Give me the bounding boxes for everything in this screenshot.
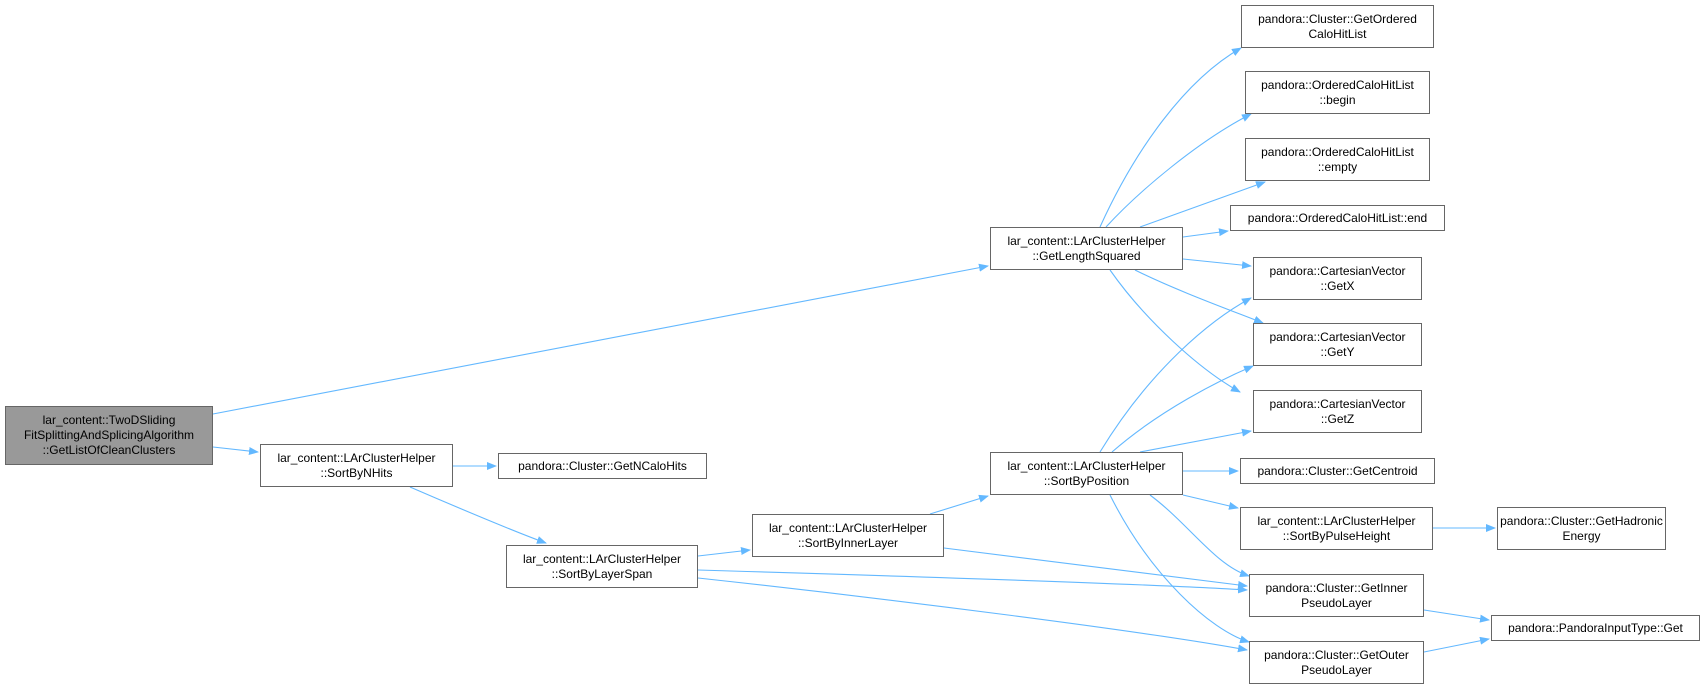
edge-length-to-begin xyxy=(1105,113,1252,228)
node-sort-by-layer-span[interactable]: lar_content::LArClusterHelper ::SortByLa… xyxy=(506,545,698,588)
node-label-line: pandora::CartesianVector xyxy=(1269,329,1406,344)
node-sort-by-inner-layer[interactable]: lar_content::LArClusterHelper ::SortByIn… xyxy=(752,514,944,557)
node-cartesian-vector-getx[interactable]: pandora::CartesianVector ::GetX xyxy=(1253,257,1422,300)
node-ochl-begin[interactable]: pandora::OrderedCaloHitList ::begin xyxy=(1245,71,1430,114)
node-cartesian-vector-gety[interactable]: pandora::CartesianVector ::GetY xyxy=(1253,323,1422,366)
node-get-outer-pseudolayer[interactable]: pandora::Cluster::GetOuter PseudoLayer xyxy=(1249,641,1424,684)
edge-position-to-outer-pseudo xyxy=(1109,494,1250,644)
node-label-line: pandora::OrderedCaloHitList xyxy=(1261,77,1414,92)
node-label-line: ::SortByNHits xyxy=(320,465,393,480)
node-label-line: pandora::PandoraInputType::Get xyxy=(1508,620,1683,635)
node-label-line: lar_content::LArClusterHelper xyxy=(277,450,436,465)
node-label-line: ::GetX xyxy=(1320,278,1355,293)
node-label-line: ::empty xyxy=(1317,159,1358,174)
edge-length-to-gety xyxy=(1134,269,1264,324)
edge-position-to-gety xyxy=(1111,365,1254,453)
node-get-ordered-calohitlist[interactable]: pandora::Cluster::GetOrdered CaloHitList xyxy=(1241,5,1434,48)
edge-layer-span-to-outer-pseudo xyxy=(697,577,1248,653)
node-label-line: lar_content::LArClusterHelper xyxy=(1007,233,1166,248)
node-label-line: FitSplittingAndSplicingAlgorithm xyxy=(23,428,195,442)
node-label-line: CaloHitList xyxy=(1308,26,1367,41)
edge-position-to-inner-pseudo xyxy=(1149,494,1250,578)
edge-position-to-getx xyxy=(1099,297,1252,453)
edge-position-to-getz xyxy=(1139,428,1252,453)
edge-outer-pseudo-to-input-type xyxy=(1423,636,1490,653)
edge-length-to-getx xyxy=(1182,258,1252,270)
node-sort-by-pulse-height[interactable]: lar_content::LArClusterHelper ::SortByPu… xyxy=(1240,507,1433,550)
node-get-list-of-clean-clusters: lar_content::TwoDSliding FitSplittingAnd… xyxy=(5,406,213,465)
node-ochl-end[interactable]: pandora::OrderedCaloHitList::end xyxy=(1230,205,1445,231)
node-label-line: lar_content::LArClusterHelper xyxy=(768,520,928,535)
node-label-line: ::GetLengthSquared xyxy=(1032,248,1141,263)
node-label-line: ::SortByPulseHeight xyxy=(1282,528,1391,543)
node-label-line: pandora::Cluster::GetOrdered xyxy=(1258,11,1417,26)
node-label-line: ::GetListOfCleanClusters xyxy=(42,443,176,457)
node-label-line: pandora::CartesianVector xyxy=(1269,263,1406,278)
node-label-line: pandora::Cluster::GetHadronic xyxy=(1500,513,1663,528)
node-label-line: pandora::OrderedCaloHitList::end xyxy=(1247,210,1428,225)
node-sort-by-nhits[interactable]: lar_content::LArClusterHelper ::SortByNH… xyxy=(260,444,453,487)
node-label-line: lar_content::LArClusterHelper xyxy=(1257,513,1416,528)
node-label-line: pandora::Cluster::GetCentroid xyxy=(1257,463,1418,478)
node-ochl-empty[interactable]: pandora::OrderedCaloHitList ::empty xyxy=(1245,138,1430,181)
edge-layer-span-to-inner-pseudo xyxy=(697,569,1248,594)
edge-length-to-getz xyxy=(1109,269,1241,393)
node-cartesian-vector-getz[interactable]: pandora::CartesianVector ::GetZ xyxy=(1253,390,1422,433)
edge-root-to-sort-by-nhits xyxy=(212,446,259,455)
edge-inner-pseudo-to-input-type xyxy=(1423,609,1490,623)
edge-layer-span-to-inner-layer xyxy=(697,547,751,557)
edge-length-to-end xyxy=(1182,228,1229,238)
node-get-ncalohits[interactable]: pandora::Cluster::GetNCaloHits xyxy=(498,453,707,479)
edge-inner-layer-to-position xyxy=(929,494,989,515)
node-label-line: lar_content::LArClusterHelper xyxy=(522,551,682,566)
node-label-line: ::begin xyxy=(1319,92,1356,107)
edge-length-to-empty xyxy=(1139,181,1266,228)
node-get-length-squared[interactable]: lar_content::LArClusterHelper ::GetLengt… xyxy=(990,227,1183,270)
node-label-line: pandora::Cluster::GetNCaloHits xyxy=(518,458,687,473)
node-sort-by-position[interactable]: lar_content::LArClusterHelper ::SortByPo… xyxy=(990,452,1183,495)
node-label-line: pandora::OrderedCaloHitList xyxy=(1261,144,1414,159)
node-label-line: pandora::Cluster::GetInner xyxy=(1265,580,1408,595)
node-label-line: PseudoLayer xyxy=(1301,595,1372,610)
node-label-line: lar_content::TwoDSliding xyxy=(42,413,176,427)
node-label-line: ::GetZ xyxy=(1320,411,1355,426)
node-label-line: lar_content::LArClusterHelper xyxy=(1007,458,1166,473)
edge-nhits-to-layer-span xyxy=(409,486,547,544)
node-get-inner-pseudolayer[interactable]: pandora::Cluster::GetInner PseudoLayer xyxy=(1249,574,1424,617)
node-label-line: pandora::CartesianVector xyxy=(1269,396,1406,411)
node-label-line: PseudoLayer xyxy=(1301,662,1372,677)
edge-position-to-pulse-height xyxy=(1182,494,1239,510)
node-label-line: pandora::Cluster::GetOuter xyxy=(1264,647,1409,662)
edge-length-to-ordered-calohit xyxy=(1099,47,1242,228)
node-get-centroid[interactable]: pandora::Cluster::GetCentroid xyxy=(1240,458,1435,484)
node-get-hadronic-energy[interactable]: pandora::Cluster::GetHadronic Energy xyxy=(1497,507,1666,550)
node-label-line: ::SortByLayerSpan xyxy=(551,566,653,581)
node-label-line: ::SortByPosition xyxy=(1043,473,1130,488)
node-label-line: Energy xyxy=(1562,528,1601,543)
edge-root-to-length-squared xyxy=(212,263,989,415)
node-pandora-input-type-get[interactable]: pandora::PandoraInputType::Get xyxy=(1491,615,1700,641)
edge-inner-layer-to-inner-pseudo xyxy=(943,547,1248,589)
node-label-line: ::GetY xyxy=(1320,344,1355,359)
node-label-line: ::SortByInnerLayer xyxy=(797,535,899,550)
